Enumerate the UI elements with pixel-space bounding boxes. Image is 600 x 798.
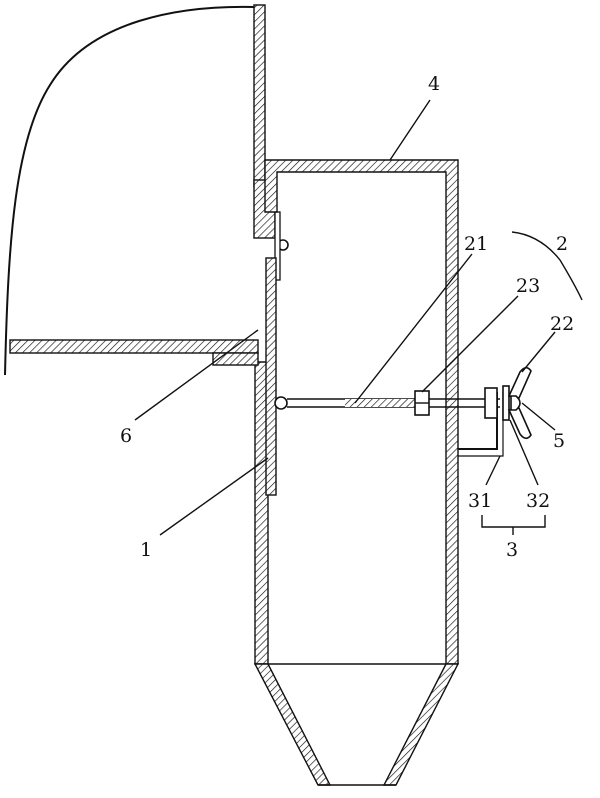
rod-thread-21 xyxy=(345,399,420,407)
label-5: 5 xyxy=(553,430,565,452)
shelf-bracket xyxy=(212,352,259,366)
label-3: 3 xyxy=(506,539,518,561)
label-22: 22 xyxy=(550,313,574,335)
upper-wall xyxy=(253,4,266,188)
leader-23 xyxy=(421,295,519,393)
leader-22 xyxy=(521,331,556,373)
leader-31 xyxy=(485,455,501,486)
brace-3 xyxy=(481,515,546,535)
label-23: 23 xyxy=(516,275,540,297)
label-4: 4 xyxy=(428,73,440,95)
wing-nut-22 xyxy=(507,366,532,399)
leader-1 xyxy=(159,457,269,536)
housing-curve xyxy=(4,5,257,376)
leader-32 xyxy=(509,419,539,486)
label-32: 32 xyxy=(526,490,550,512)
leader-21 xyxy=(354,253,473,404)
leader-4 xyxy=(389,99,431,161)
bolt-5 xyxy=(510,395,521,411)
washer xyxy=(502,385,510,421)
label-1: 1 xyxy=(140,539,152,561)
hopper-right xyxy=(382,663,460,786)
leader-5 xyxy=(521,402,556,431)
label-21: 21 xyxy=(464,233,488,255)
swing-plate-1 xyxy=(265,257,277,496)
label-6: 6 xyxy=(120,425,132,447)
label-2: 2 xyxy=(556,233,568,255)
label-31: 31 xyxy=(468,490,492,512)
shelf-6 xyxy=(9,339,259,354)
container-wall-4 xyxy=(264,159,459,665)
leader-6 xyxy=(134,329,259,421)
nut-32 xyxy=(484,387,498,419)
hopper-left xyxy=(253,663,332,786)
wing-nut-22-lower xyxy=(507,407,532,440)
brace-2 xyxy=(511,231,583,301)
rod-end-pin xyxy=(274,396,288,410)
